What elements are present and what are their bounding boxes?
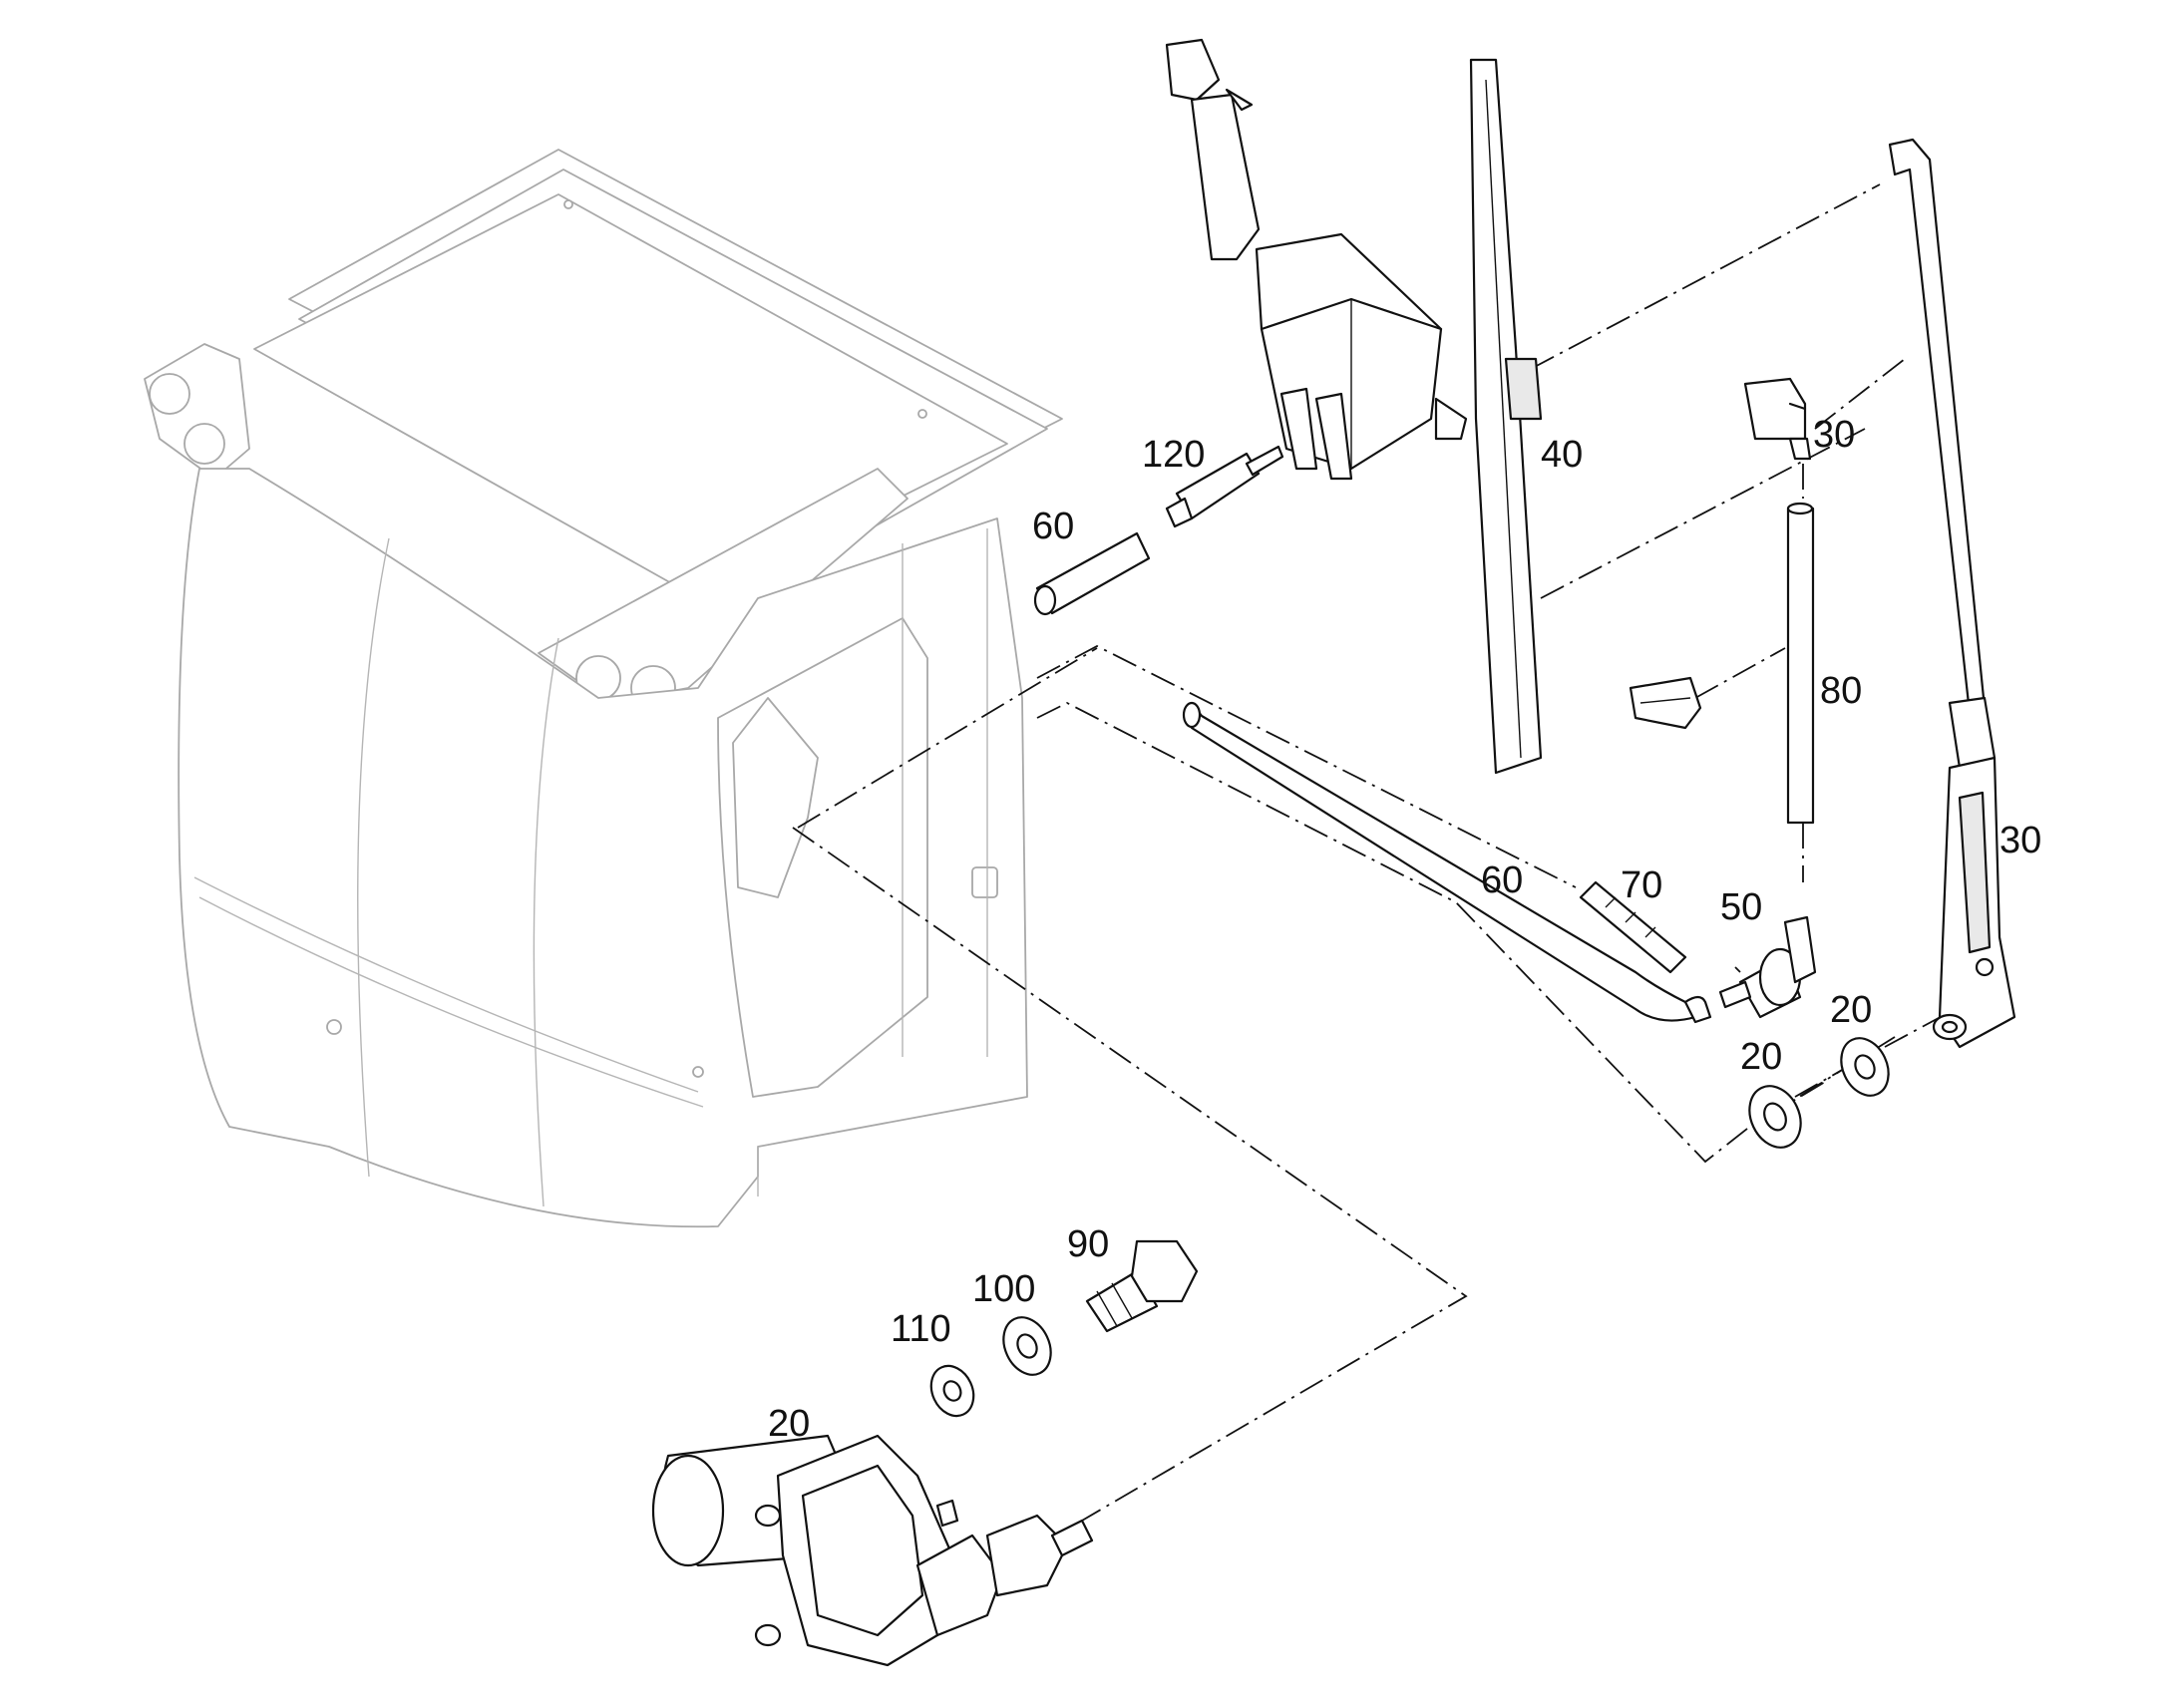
callout-110: 110: [891, 1308, 951, 1350]
callout-30-arm: 30: [1999, 820, 2041, 861]
cab-illustration: [144, 149, 1063, 1228]
hose-clip: [1629, 676, 1702, 730]
callout-120: 120: [1142, 434, 1205, 476]
washer-part-100: [1002, 1316, 1052, 1376]
callout-20-right: 20: [1830, 989, 1872, 1031]
wiper-arm-part-30: [1888, 138, 2016, 1049]
nozzle-part-50: [1718, 915, 1817, 1019]
sleeve-part-70: [1579, 880, 1687, 974]
callout-100: 100: [972, 1268, 1035, 1310]
callout-80: 80: [1820, 670, 1862, 712]
callout-20-motor: 20: [768, 1403, 810, 1445]
wiper-motor-part-20: [651, 1434, 1094, 1667]
washer-reservoir: [1165, 38, 1468, 481]
washer-fitting-part-120: [1165, 445, 1284, 528]
hose-part-60-upper: [1033, 531, 1151, 616]
callout-40: 40: [1541, 434, 1583, 476]
washer-part-110: [929, 1364, 975, 1418]
callout-90: 90: [1067, 1223, 1109, 1265]
bolt-part-90: [1085, 1239, 1199, 1333]
washers-part-20: [1748, 1037, 1890, 1149]
nozzle-connector-part-30: [1743, 377, 1812, 461]
callout-60-lower: 60: [1481, 859, 1523, 901]
wiper-blade-part-40: [1469, 58, 1543, 775]
callout-20-left: 20: [1740, 1036, 1782, 1078]
hose-part-80: [1786, 502, 1815, 825]
callout-30-connector: 30: [1813, 414, 1855, 456]
callout-70: 70: [1621, 864, 1662, 906]
hose-part-60-lower: [1182, 701, 1712, 1024]
callout-50: 50: [1720, 886, 1762, 928]
callout-labels: 120 60 40 30 80 30 60 70 50 20 20 90 100…: [768, 414, 2041, 1445]
callout-60-upper: 60: [1032, 506, 1074, 547]
